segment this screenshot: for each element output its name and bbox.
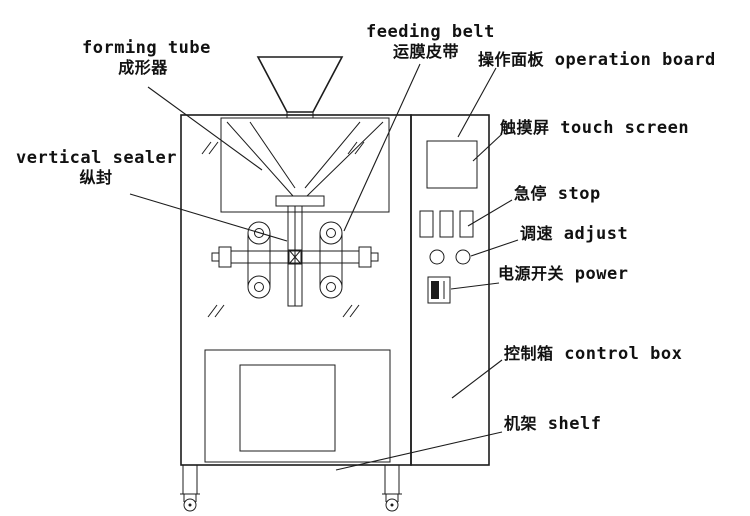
adjust-text-zh: 调速	[520, 224, 554, 243]
label-feeding-belt: feeding belt 运膜皮带	[366, 22, 495, 62]
control-box-text-zh: 控制箱	[504, 344, 554, 363]
stop-button-shape	[459, 210, 474, 238]
stop-button-shape	[419, 210, 434, 238]
shelf-text-zh: 机架	[504, 414, 538, 433]
forming-tube-text-en: forming tube	[82, 38, 211, 58]
forming-tube-shape	[287, 205, 303, 307]
label-vertical-sealer: vertical sealer 纵封	[16, 148, 178, 188]
vertical-sealer-text-en: vertical sealer	[16, 148, 178, 168]
stop-button-shape	[439, 210, 454, 238]
adjust-text-en: adjust	[563, 224, 629, 244]
touch-screen-shape	[426, 140, 478, 189]
adjust-knob-shape	[455, 249, 471, 265]
power-text-en: power	[574, 264, 629, 284]
operation-board-text-zh: 操作面板	[478, 50, 545, 69]
label-stop: 急停 stop	[514, 184, 601, 204]
label-control-box: 控制箱 control box	[504, 344, 682, 364]
hopper-funnel	[256, 56, 344, 118]
label-touch-screen: 触摸屏 touch screen	[500, 118, 689, 138]
power-text-zh: 电源开关	[498, 264, 565, 283]
label-adjust: 调速 adjust	[520, 224, 628, 244]
label-forming-tube: forming tube 成形器	[82, 38, 211, 78]
control-box-text-en: control box	[564, 344, 683, 364]
power-switch-shape	[427, 276, 451, 304]
operation-board-text-en: operation board	[554, 50, 716, 70]
legs-casters	[180, 465, 402, 512]
feeding-belt-text-en: feeding belt	[366, 22, 495, 42]
feeding-belt-rollers	[247, 221, 343, 299]
adjust-knob-shape	[429, 249, 445, 265]
stop-text-zh: 急停	[514, 184, 548, 203]
label-power: 电源开关 power	[498, 264, 628, 284]
forming-tube-text-zh: 成形器	[118, 58, 168, 77]
label-operation-board: 操作面板 operation board	[478, 50, 716, 70]
stop-text-en: stop	[557, 184, 601, 204]
label-shelf: 机架 shelf	[504, 414, 601, 434]
control-box-shape	[410, 114, 490, 466]
machine-frame	[180, 114, 412, 466]
vertical-sealer-text-zh: 纵封	[79, 168, 113, 187]
shelf-text-en: shelf	[547, 414, 602, 434]
vertical-sealer-assembly	[211, 246, 379, 268]
touch-screen-text-en: touch screen	[560, 118, 690, 138]
feeding-belt-text-zh: 运膜皮带	[392, 42, 459, 61]
former	[226, 121, 384, 207]
touch-screen-text-zh: 触摸屏	[500, 118, 550, 137]
leader-lines	[129, 63, 519, 471]
hatch-marks	[201, 141, 365, 318]
